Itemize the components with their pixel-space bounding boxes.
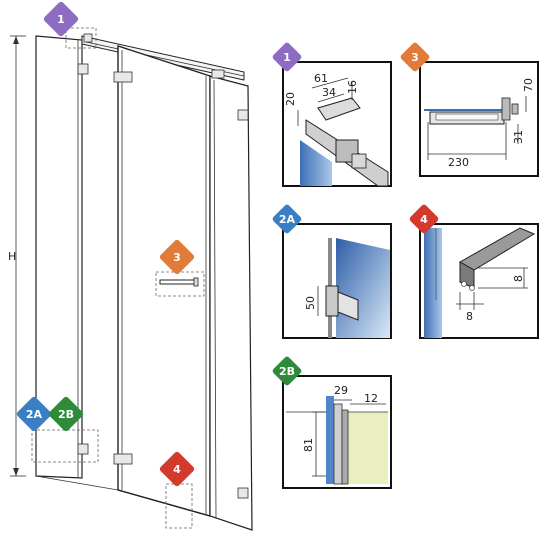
marker-4: 4	[159, 451, 195, 487]
detail-2a: 50 2A	[272, 204, 392, 339]
hinge-bottom-door	[113, 453, 133, 465]
svg-text:12: 12	[364, 392, 378, 405]
svg-text:1: 1	[283, 51, 291, 64]
svg-text:2A: 2A	[279, 213, 296, 226]
svg-text:50: 50	[304, 296, 317, 310]
height-label: H	[8, 250, 16, 263]
back-panel	[209, 75, 253, 531]
detail-3: 230 70 31 3	[400, 42, 539, 177]
svg-text:1: 1	[57, 13, 65, 26]
marker-2a: 2A	[16, 396, 52, 432]
marker-2b: 2B	[48, 396, 84, 432]
svg-text:3: 3	[173, 251, 181, 264]
hinge-top-door	[113, 71, 133, 83]
detail-2b-badge: 2B	[272, 356, 302, 386]
rail-clamp	[211, 69, 225, 79]
svg-text:81: 81	[302, 438, 315, 452]
hinge-top-left	[77, 63, 89, 75]
callout-box-3	[155, 271, 205, 297]
svg-text:4: 4	[173, 463, 181, 476]
wall-bracket-bottom	[237, 487, 249, 499]
svg-text:16: 16	[346, 80, 359, 94]
wall-bracket-top	[237, 109, 249, 121]
svg-text:70: 70	[522, 78, 535, 92]
detail-4-badge: 4	[409, 204, 439, 234]
marker-3: 3	[159, 239, 195, 275]
svg-text:2B: 2B	[279, 365, 295, 378]
fixed-panel	[35, 35, 83, 479]
svg-text:2A: 2A	[26, 408, 43, 421]
callout-box-1	[65, 27, 97, 49]
svg-text:20: 20	[284, 92, 297, 106]
detail-2b: 29 12 81 2B	[272, 356, 392, 489]
door-handle	[159, 279, 197, 285]
svg-text:4: 4	[420, 213, 428, 226]
svg-text:34: 34	[322, 86, 336, 99]
detail-1: 61 34 16 20 1	[272, 42, 392, 187]
svg-text:31: 31	[512, 130, 525, 144]
svg-text:61: 61	[314, 72, 328, 85]
svg-text:29: 29	[334, 384, 348, 397]
svg-text:8: 8	[512, 275, 525, 282]
svg-text:2B: 2B	[58, 408, 74, 421]
svg-text:230: 230	[448, 156, 469, 169]
hinge-bottom-left	[77, 443, 89, 455]
svg-text:8: 8	[466, 310, 473, 323]
main-door-illustration: H	[8, 1, 253, 531]
detail-4: 8 8 4	[409, 204, 539, 339]
detail-1-badge: 1	[272, 42, 302, 72]
marker-1: 1	[43, 1, 79, 37]
height-dimension: H	[8, 35, 26, 477]
svg-text:3: 3	[411, 51, 419, 64]
detail-3-badge: 3	[400, 42, 430, 72]
rail-end-cap	[83, 33, 93, 43]
detail-2a-badge: 2A	[272, 204, 302, 234]
